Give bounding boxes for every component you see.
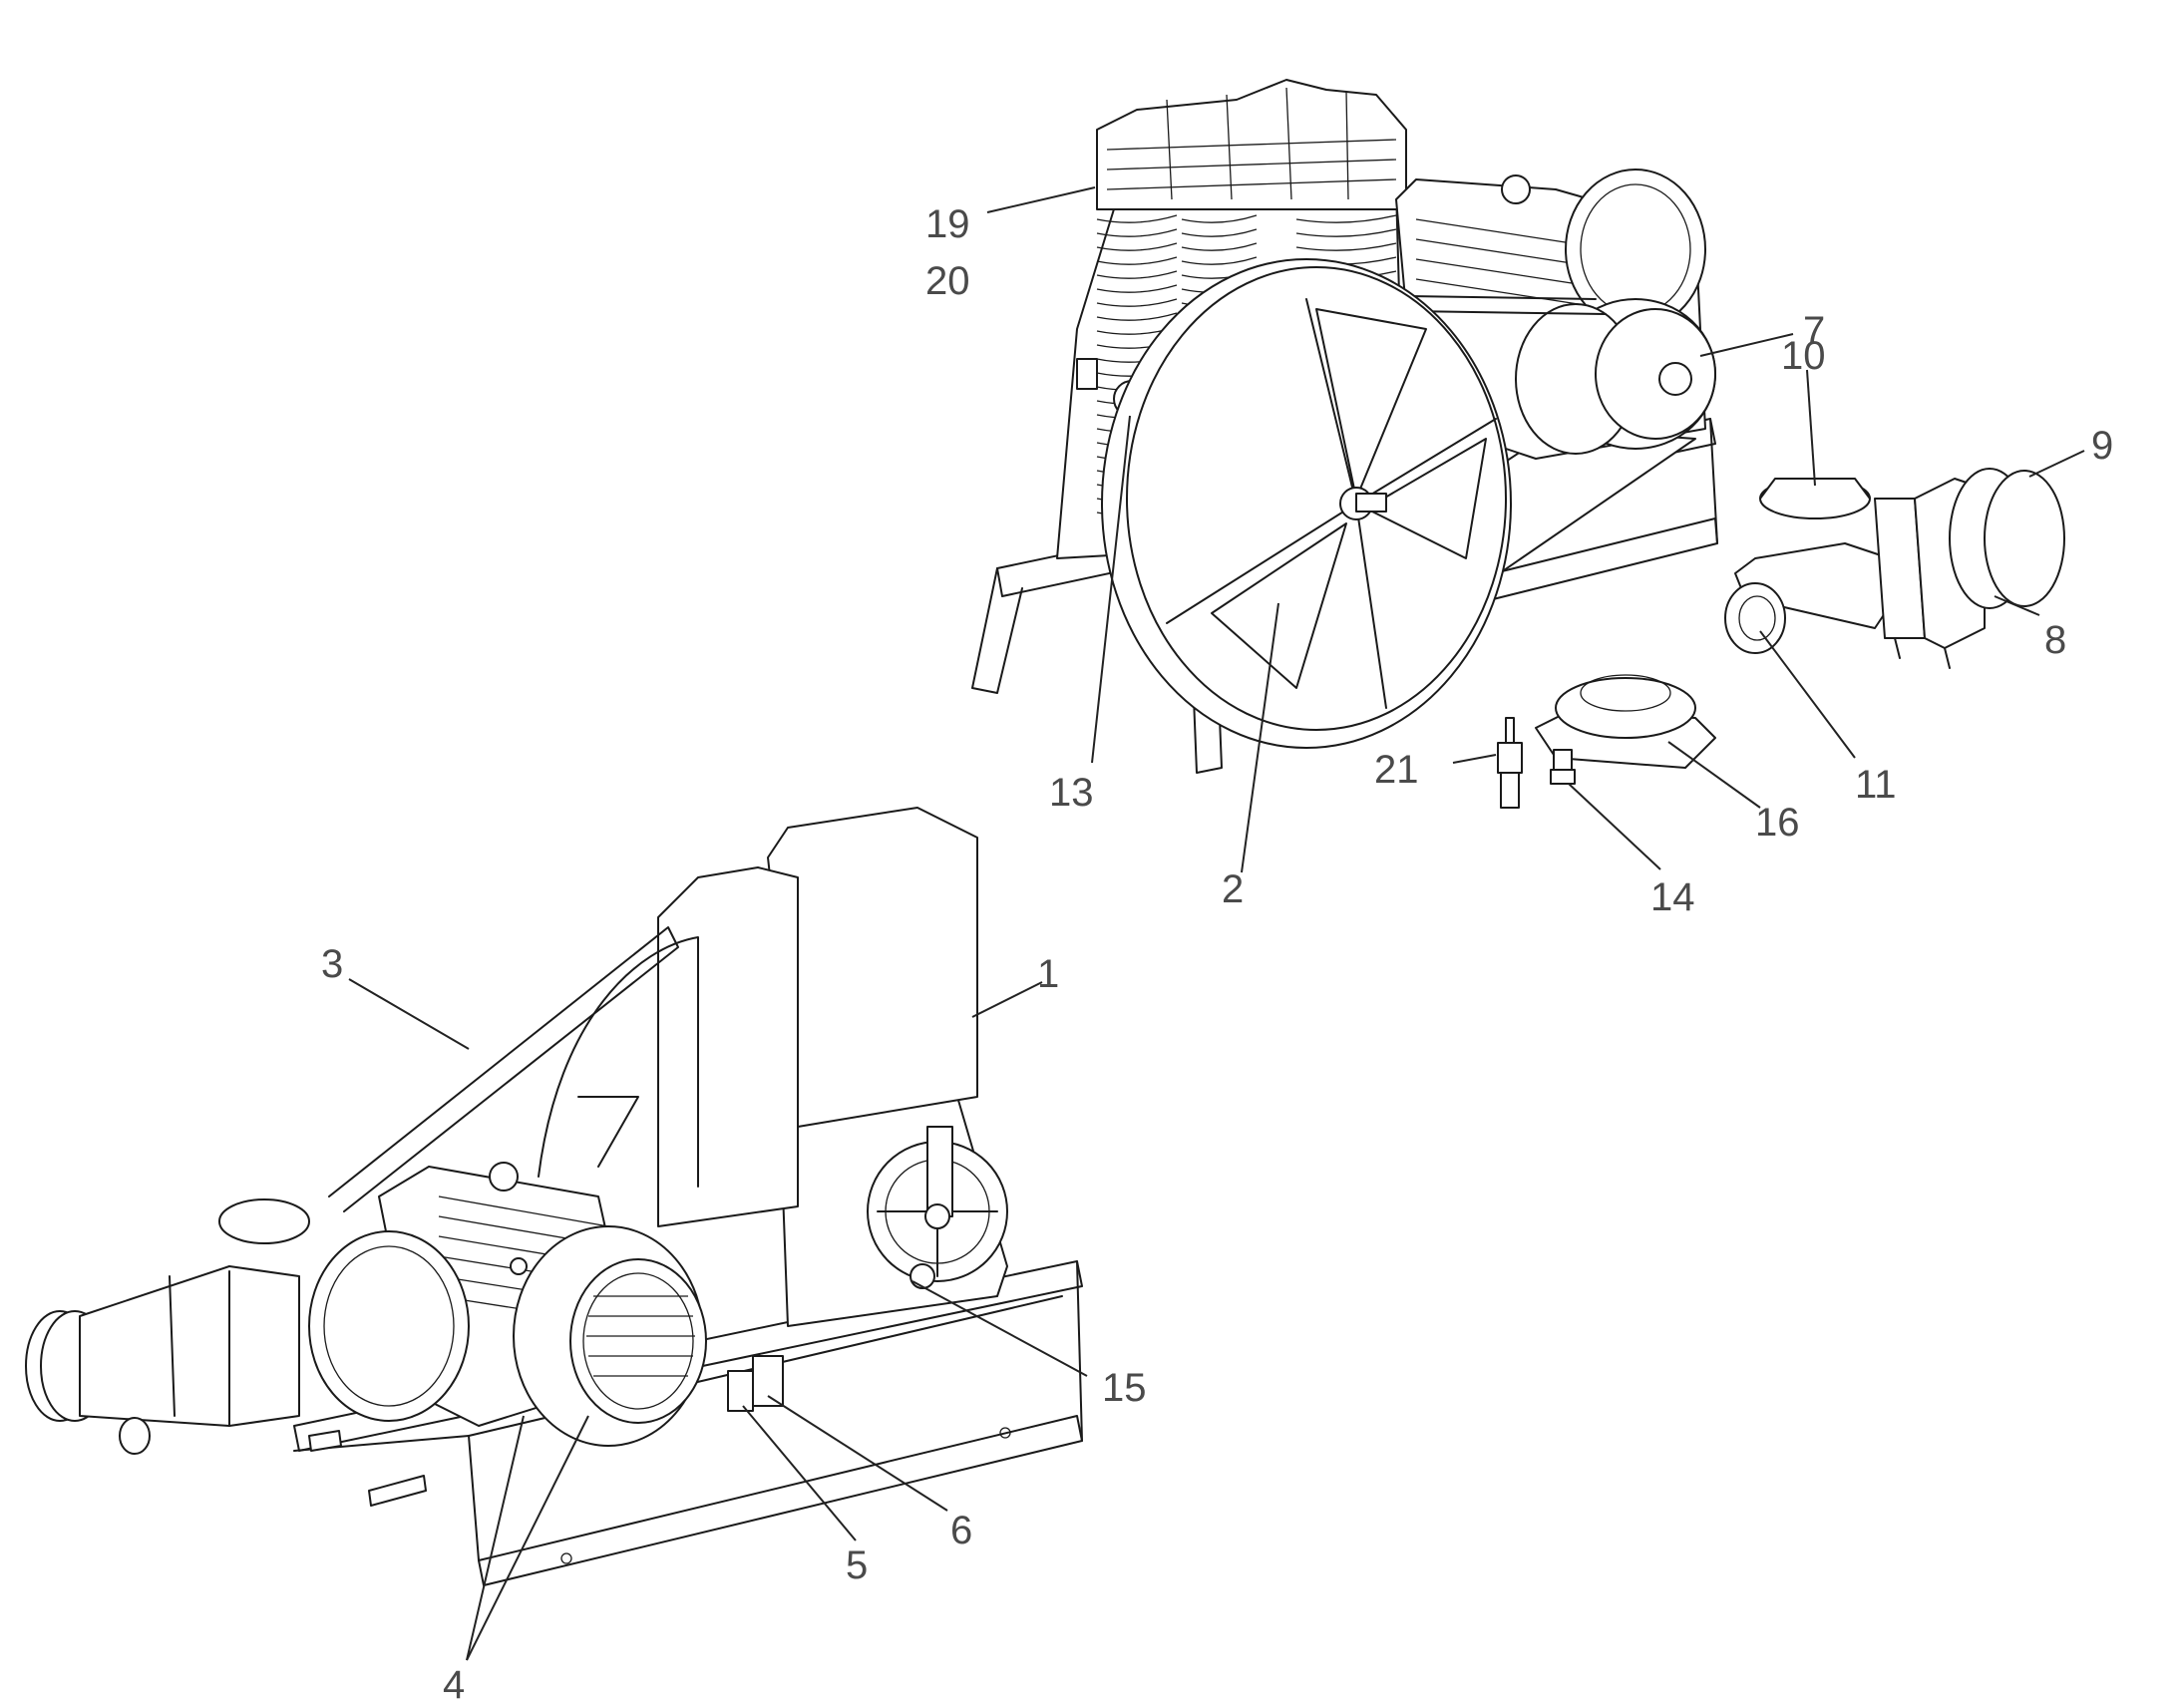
label-2: 2 xyxy=(1222,867,1244,911)
label-3: 3 xyxy=(321,942,343,986)
cooling-fin xyxy=(1096,270,1178,279)
label-20: 20 xyxy=(925,259,970,303)
cooling-fin xyxy=(1295,242,1397,251)
cooling-fin xyxy=(1096,284,1178,293)
cooling-fin xyxy=(1096,242,1178,251)
cooling-fin xyxy=(1096,256,1178,265)
air-filter-part xyxy=(1724,468,2065,669)
upper-assembly xyxy=(971,79,2065,809)
check-valve-14 xyxy=(1550,749,1576,785)
cooling-fin xyxy=(1181,228,1258,237)
tension-bolts xyxy=(308,1430,427,1507)
label-7: 7 xyxy=(1803,309,1825,353)
motor-pulley xyxy=(1515,298,1716,455)
flywheel xyxy=(1101,258,1512,749)
cooling-fin xyxy=(1096,214,1178,223)
cooling-fin xyxy=(1181,242,1258,251)
label-14: 14 xyxy=(1650,875,1695,919)
label-9: 9 xyxy=(2091,424,2113,468)
filter-dome-16 xyxy=(1535,674,1716,769)
label-21: 21 xyxy=(1374,748,1419,792)
part-labels: 1 2 3 4 5 6 7 8 9 10 11 13 14 15 16 19 2… xyxy=(321,202,2113,1707)
cooling-fin xyxy=(1181,256,1258,265)
pressure-switch xyxy=(727,1355,784,1412)
safety-valve-21 xyxy=(1497,717,1523,809)
cooling-fin xyxy=(1295,228,1397,237)
label-11: 11 xyxy=(1855,763,1897,807)
label-4: 4 xyxy=(443,1663,465,1707)
label-1: 1 xyxy=(1037,952,1059,996)
cooling-fin xyxy=(1096,228,1178,237)
lower-cylinder-block xyxy=(657,807,1008,1327)
lower-motor xyxy=(308,1162,707,1447)
label-6: 6 xyxy=(950,1509,972,1552)
label-8: 8 xyxy=(2044,618,2066,662)
leader-lines xyxy=(348,186,2085,1661)
label-19: 19 xyxy=(925,202,970,246)
label-10: 10 xyxy=(1781,334,1826,378)
cooling-fin xyxy=(1295,214,1397,223)
label-5: 5 xyxy=(846,1543,868,1587)
lower-flywheel xyxy=(538,936,699,1188)
lower-air-filter xyxy=(25,1198,310,1455)
label-15: 15 xyxy=(1102,1366,1147,1410)
cooling-fin xyxy=(1096,298,1178,307)
label-13: 13 xyxy=(1049,771,1094,815)
lower-drive-belt xyxy=(328,926,679,1212)
cooling-fin xyxy=(1096,312,1178,321)
label-16: 16 xyxy=(1755,801,1800,845)
cooling-fin xyxy=(1181,214,1258,223)
lower-assembly xyxy=(25,807,1083,1586)
